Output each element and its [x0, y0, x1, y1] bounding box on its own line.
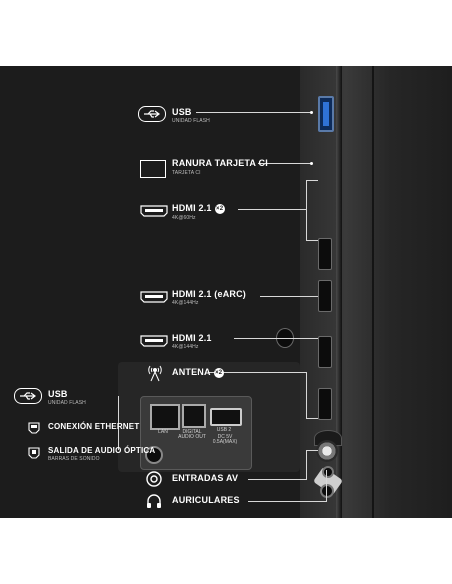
headphones-icon — [146, 493, 162, 514]
usb-side-icon — [14, 388, 42, 409]
av-line — [248, 479, 306, 480]
av-input-jack-2 — [322, 466, 334, 478]
hdmi-earc-sublabel: 4K@144Hz — [172, 300, 199, 306]
headphone-line — [248, 501, 326, 502]
optical-port-label: DIGITAL AUDIO OUT — [178, 429, 206, 440]
hdmi3-icon — [140, 334, 168, 352]
usb-port-top — [318, 96, 334, 132]
hdmi1-sublabel: 4K@60Hz — [172, 215, 196, 221]
hdmi1-bracket-bottom — [306, 240, 318, 241]
headphone-bracket — [326, 470, 327, 502]
ci-slot-icon — [140, 160, 166, 183]
antena-label-text: ANTENA — [172, 367, 211, 377]
usb2-port-label: USB 2 — [216, 427, 232, 433]
hdmi1-bracket — [306, 180, 307, 240]
hdmi3-line — [234, 338, 318, 339]
optical-audio-port — [182, 404, 206, 428]
hdmi-earc-label: HDMI 2.1 (eARC) — [172, 289, 247, 299]
optical-sublabel: BARRAS DE SONIDO — [48, 456, 100, 462]
antena-count-badge: ×2 — [213, 367, 224, 378]
ci-label: RANURA TARJETA CI — [172, 158, 268, 168]
hdmi-port-3 — [318, 388, 332, 420]
av-input-icon — [146, 471, 162, 492]
hdmi-earc-icon — [140, 290, 168, 308]
usb-side-label: USB — [48, 389, 68, 399]
panel-edge — [336, 66, 342, 518]
hdmi-icon — [140, 204, 168, 222]
optical-label: SALIDA DE AUDIO ÓPTICA — [48, 446, 156, 455]
antena-bracket — [306, 372, 307, 418]
hdmi3-label: HDMI 2.1 — [172, 333, 212, 343]
headphone-jack — [145, 446, 163, 464]
hdmi1-label: HDMI 2.1×2 — [172, 203, 225, 214]
antena-label: ANTENA×2 — [172, 367, 224, 378]
ci-dot — [310, 162, 313, 165]
optical-icon — [28, 446, 40, 464]
usb-side-sublabel: UNIDAD FLASH — [48, 400, 86, 406]
panel-edge-secondary — [372, 66, 374, 518]
hdmi1-bracket-top — [306, 180, 318, 181]
usb-top-label: USB — [172, 107, 192, 117]
side-panel-bracket — [118, 396, 119, 450]
usb-top-icon — [138, 106, 166, 127]
lan-port-label: LAN — [158, 429, 168, 435]
av-input-jack — [320, 484, 334, 498]
hdmi-port-earc — [318, 336, 332, 368]
antenna-icon — [147, 364, 163, 387]
auriculares-label: AURICULARES — [172, 495, 240, 505]
usb2-rating-label: DC 5V 0.5A(MAX) — [212, 434, 238, 445]
ethernet-icon — [28, 421, 40, 439]
hdmi-port-2 — [318, 280, 332, 312]
ethernet-label: CONEXIÓN ETHERNET — [48, 422, 140, 431]
lan-port — [150, 404, 180, 430]
antena-bracket-bottom — [306, 418, 318, 419]
usb-top-dot — [310, 111, 313, 114]
hdmi-earc-line — [260, 296, 318, 297]
hdmi3-sublabel: 4K@144Hz — [172, 344, 199, 350]
usb-port-side — [210, 408, 242, 426]
antenna-coax-port — [316, 440, 338, 462]
hdmi1-label-text: HDMI 2.1 — [172, 203, 212, 213]
antena-line — [208, 372, 306, 373]
hdmi-port-1 — [318, 238, 332, 270]
tv-back-panel: LAN DIGITAL AUDIO OUT USB 2 DC 5V 0.5A(M… — [0, 66, 452, 518]
hdmi1-line — [238, 209, 306, 210]
ci-line — [258, 163, 311, 164]
ci-sublabel: TARJETA CI — [172, 170, 201, 176]
hdmi1-count-badge: ×2 — [214, 203, 225, 214]
av-bracket-top — [306, 450, 318, 451]
usb-top-line — [196, 112, 311, 113]
usb-top-sublabel: UNIDAD FLASH — [172, 118, 210, 124]
av-label: ENTRADAS AV — [172, 473, 239, 483]
av-bracket — [306, 450, 307, 480]
